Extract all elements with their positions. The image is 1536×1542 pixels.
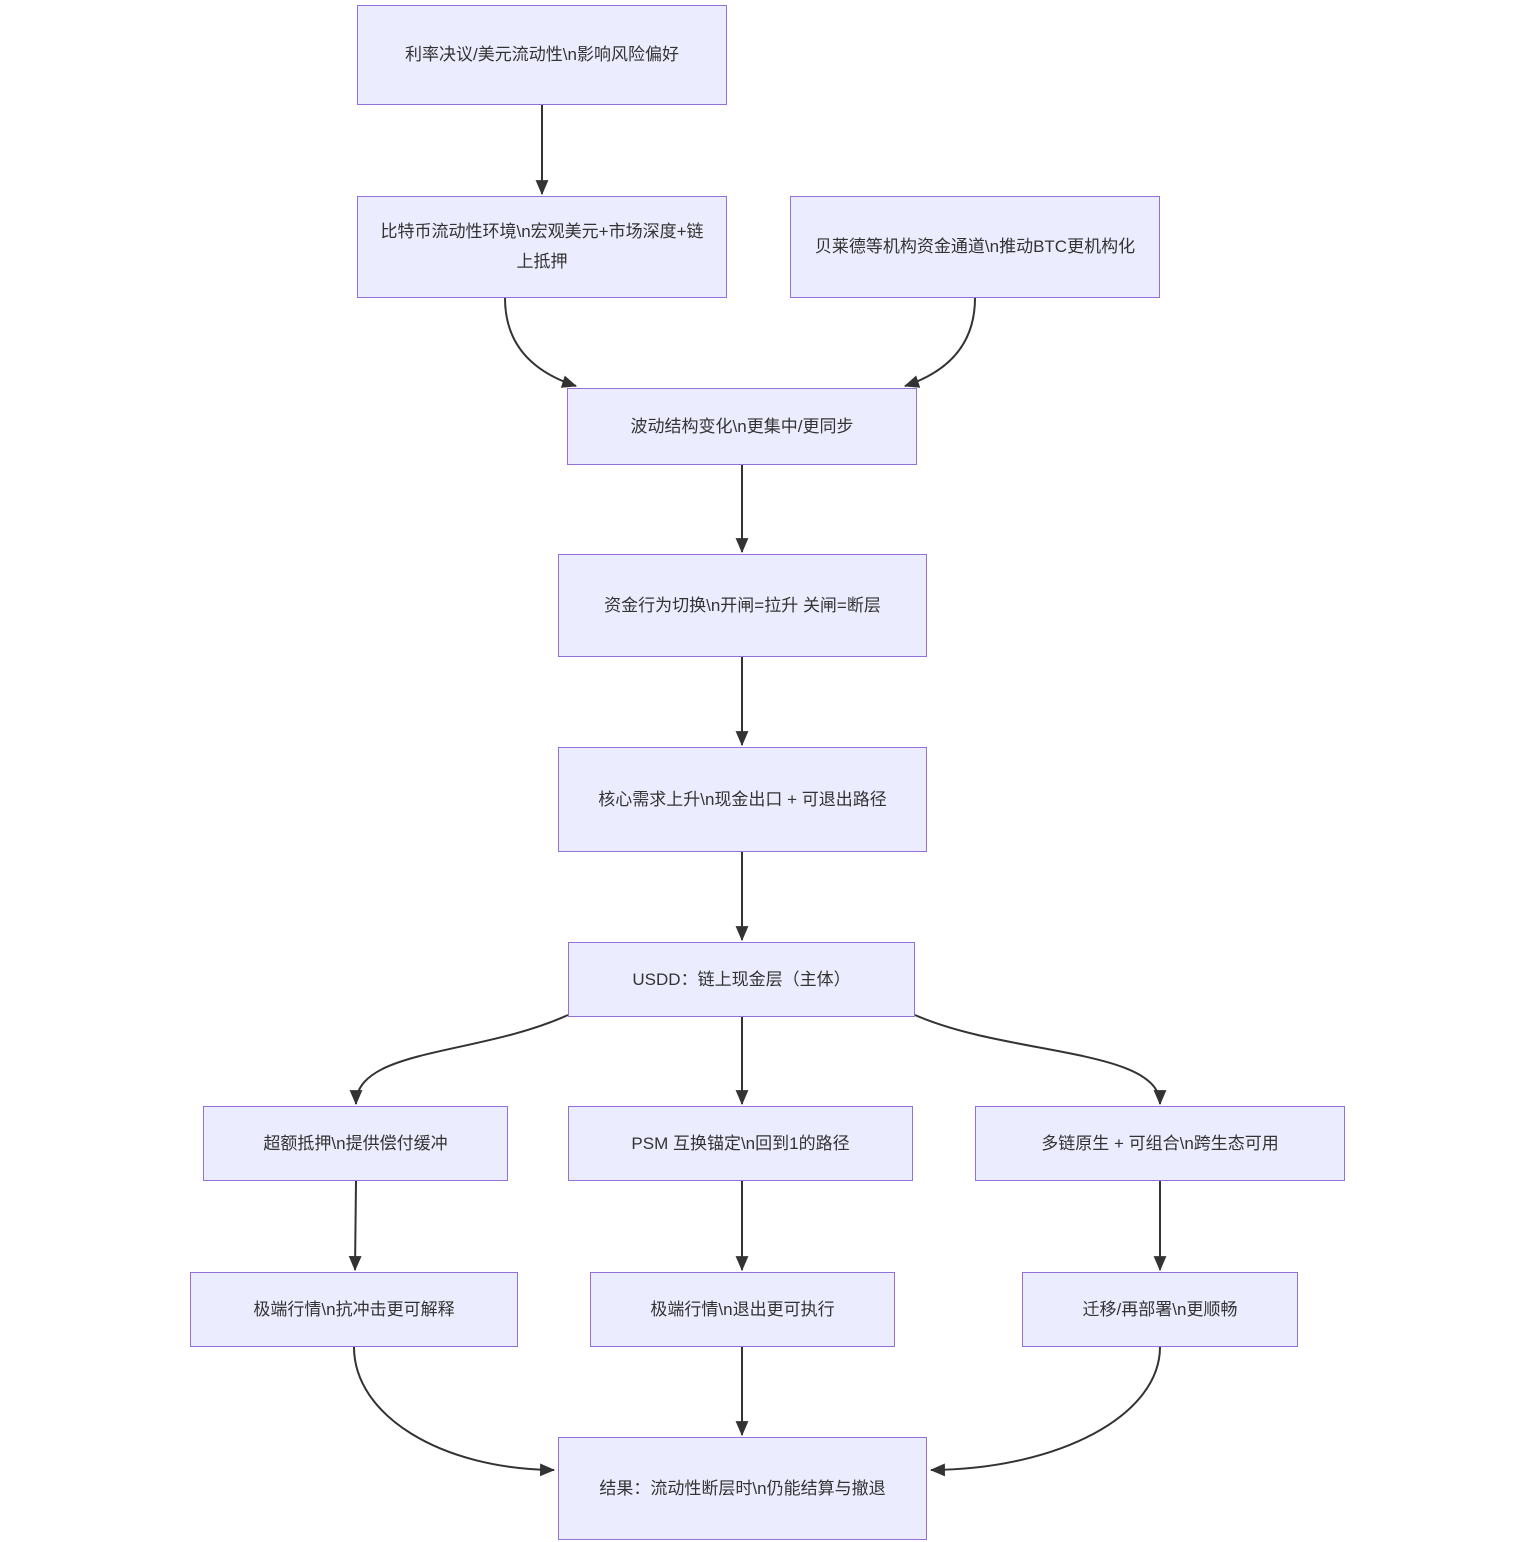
node-multichain-label: 多链原生 + 可组合\n跨生态可用 (1041, 1133, 1279, 1153)
node-overcollateral-label: 超额抵押\n提供偿付缓冲 (263, 1133, 448, 1153)
node-capital-behavior: 资金行为切换\n开闸=拉升 关闸=断层 (558, 554, 927, 657)
edge-usdd-to-multichain (914, 1014, 1167, 1106)
node-extreme-exit: 极端行情\n退出更可执行 (590, 1272, 895, 1347)
node-overcollateral: 超额抵押\n提供偿付缓冲 (203, 1106, 508, 1181)
node-volatility-structure-label: 波动结构变化\n更集中/更同步 (630, 416, 854, 436)
node-usdd-label: USDD：链上现金层（主体） (632, 969, 851, 989)
node-migration: 迁移/再部署\n更顺畅 (1022, 1272, 1298, 1347)
edge-btc-liquidity-to-volatility (504, 297, 578, 388)
node-extreme-shock-label: 极端行情\n抗冲击更可解释 (253, 1299, 455, 1319)
node-volatility-structure: 波动结构变化\n更集中/更同步 (567, 388, 917, 465)
node-rates-label: 利率决议/美元流动性\n影响风险偏好 (405, 45, 679, 64)
node-core-demand: 核心需求上升\n现金出口 + 可退出路径 (558, 747, 927, 852)
node-result: 结果：流动性断层时\n仍能结算与撤退 (558, 1437, 927, 1540)
node-extreme-shock: 极端行情\n抗冲击更可解释 (190, 1272, 518, 1347)
node-blackrock-channel-label: 贝莱德等机构资金通道\n推动BTC更机构化 (814, 237, 1136, 256)
node-psm-label: PSM 互换锚定\n回到1的路径 (631, 1133, 850, 1153)
node-rates: 利率决议/美元流动性\n影响风险偏好 (357, 5, 727, 105)
node-capital-behavior-label: 资金行为切换\n开闸=拉升 关闸=断层 (604, 595, 881, 615)
edge-usdd-to-overcollateral (349, 1014, 569, 1106)
node-psm: PSM 互换锚定\n回到1的路径 (568, 1106, 913, 1181)
edge-overcollateral-to-shock (348, 1180, 362, 1272)
node-btc-liquidity-env-label: 比特币流动性环境\n宏观美元+市场深度+链上抵押 (380, 222, 704, 271)
node-multichain: 多链原生 + 可组合\n跨生态可用 (975, 1106, 1345, 1181)
node-blackrock-channel: 贝莱德等机构资金通道\n推动BTC更机构化 (790, 196, 1160, 298)
edge-shock-to-result (353, 1346, 556, 1477)
node-migration-label: 迁移/再部署\n更顺畅 (1082, 1299, 1238, 1319)
node-usdd: USDD：链上现金层（主体） (568, 942, 915, 1017)
node-core-demand-label: 核心需求上升\n现金出口 + 可退出路径 (598, 789, 887, 809)
node-extreme-exit-label: 极端行情\n退出更可执行 (650, 1299, 835, 1319)
edge-blackrock-to-volatility (903, 297, 976, 388)
edge-migration-to-result (929, 1346, 1161, 1477)
node-result-label: 结果：流动性断层时\n仍能结算与撤退 (599, 1478, 886, 1498)
node-btc-liquidity-env: 比特币流动性环境\n宏观美元+市场深度+链上抵押 (357, 196, 727, 298)
